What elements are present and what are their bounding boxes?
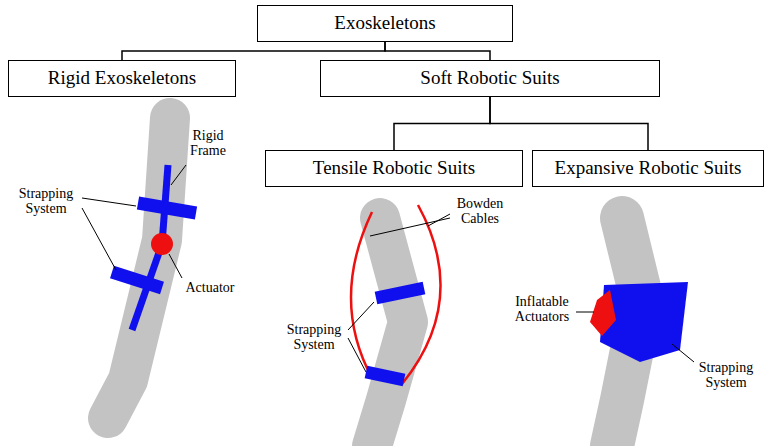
category-box: Soft Robotic Suits — [320, 60, 660, 97]
box-title: Rigid Exoskeletons — [48, 68, 196, 89]
part-label: Rigid Frame — [184, 128, 232, 159]
box-title: Exoskeletons — [334, 13, 435, 34]
part-label: Inflatable Actuators — [506, 294, 578, 325]
category-box: Rigid Exoskeletons — [8, 60, 236, 97]
tree-connector — [122, 42, 385, 60]
tree-connector — [490, 97, 648, 150]
part-label: Strapping System — [690, 360, 762, 391]
expansive-leg-figure — [576, 218, 694, 446]
tree-connector — [394, 97, 490, 150]
tree-connector — [385, 42, 490, 60]
part-label: Bowden Cables — [450, 196, 510, 227]
category-box: Tensile Robotic Suits — [265, 150, 523, 187]
part-label: Actuator — [180, 280, 240, 295]
category-box: Expansive Robotic Suits — [532, 150, 764, 187]
part-label: Strapping System — [278, 322, 350, 353]
part-label: Strapping System — [10, 186, 82, 217]
box-title: Expansive Robotic Suits — [555, 158, 742, 179]
rigid-leg-figure — [82, 118, 196, 418]
box-title: Soft Robotic Suits — [420, 68, 559, 89]
tensile-leg-figure — [348, 205, 450, 446]
box-title: Tensile Robotic Suits — [313, 158, 475, 179]
category-box: Exoskeletons — [257, 5, 513, 42]
